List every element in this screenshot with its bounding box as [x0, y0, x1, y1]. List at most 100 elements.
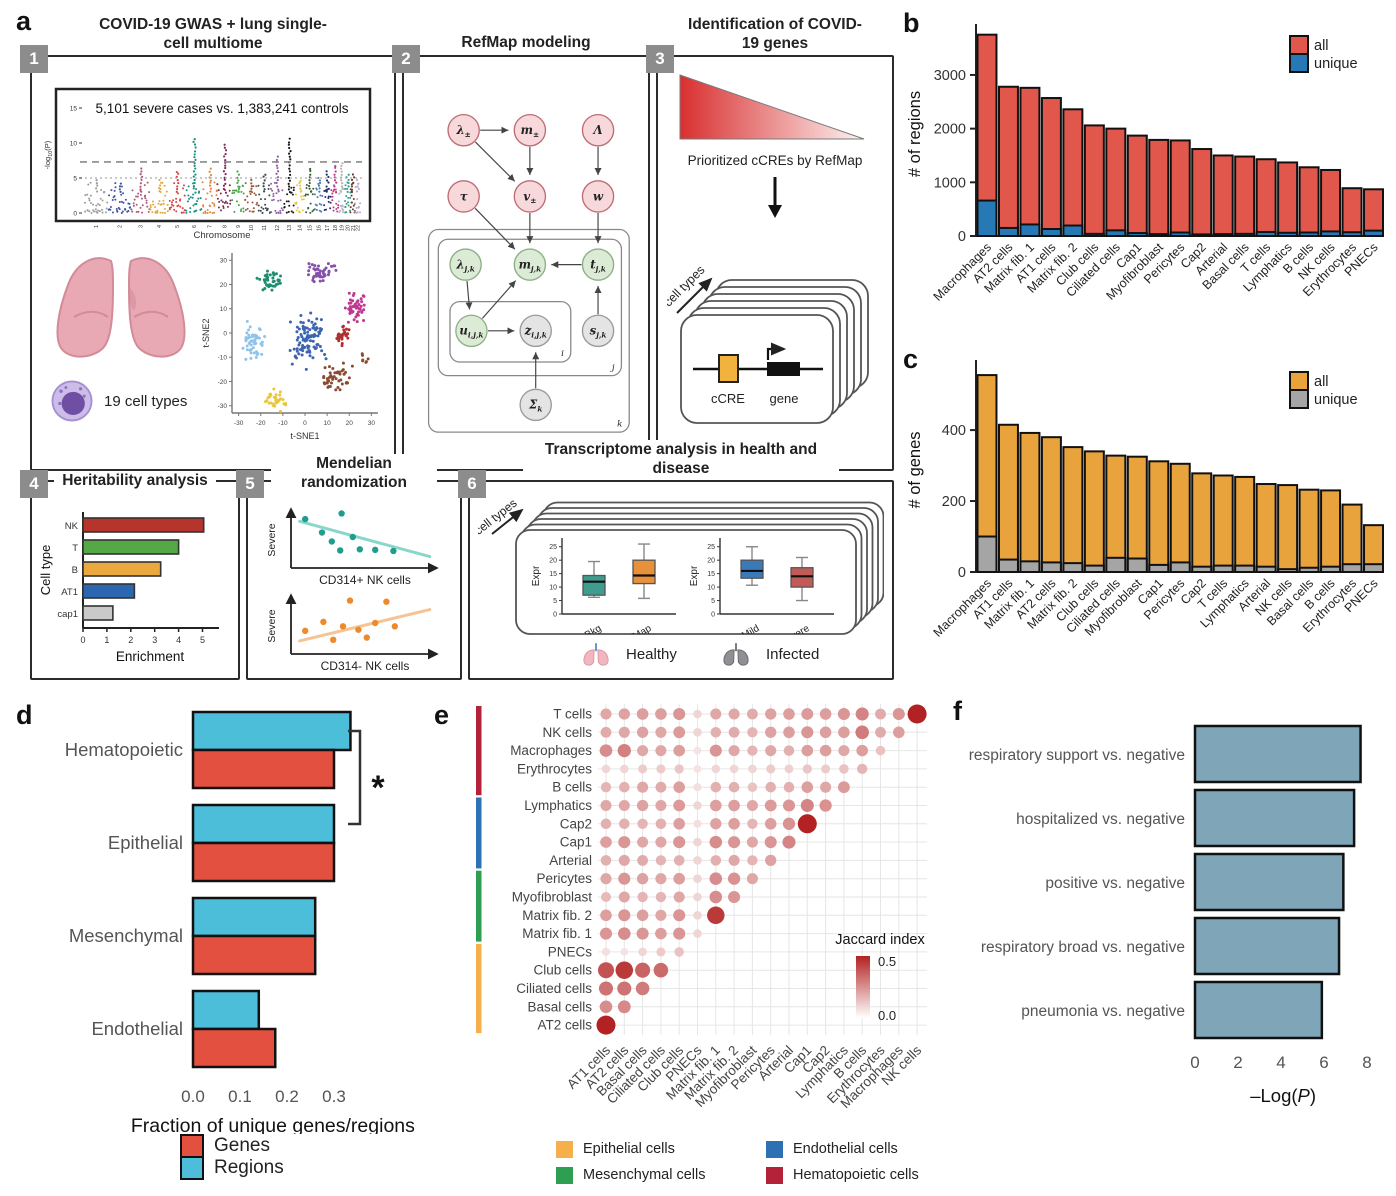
- svg-text:0: 0: [553, 612, 557, 619]
- svg-text:20: 20: [707, 558, 715, 565]
- epithelial-legend-label: Epithelial cells: [583, 1141, 675, 1157]
- svg-text:Expr: Expr: [689, 565, 700, 586]
- svg-text:respiratory broad vs. negative: respiratory broad vs. negative: [981, 939, 1185, 956]
- svg-text:t-SNE2: t-SNE2: [201, 318, 211, 347]
- svg-text:3: 3: [138, 225, 144, 228]
- endothelial-legend-label: Endothelial cells: [793, 1141, 898, 1157]
- svg-text:200: 200: [942, 494, 966, 510]
- panel-b-label: b: [903, 8, 920, 38]
- svg-text:j: j: [610, 363, 615, 373]
- svg-text:20: 20: [346, 420, 354, 427]
- legend-epithelial: Epithelial cells: [556, 1136, 746, 1162]
- step1-badge: 1: [20, 45, 48, 73]
- svg-text:Endothelial: Endothelial: [91, 1018, 183, 1039]
- svg-text:Chromosome: Chromosome: [193, 230, 250, 241]
- svg-text:5: 5: [553, 598, 557, 605]
- svg-text:0.5: 0.5: [878, 954, 896, 969]
- svg-text:-20: -20: [256, 420, 266, 427]
- svg-text:mj,k: mj,k: [519, 258, 542, 274]
- step5-title: Mendelian randomization: [248, 454, 460, 493]
- svg-text:5: 5: [73, 176, 77, 183]
- svg-text:Expr: Expr: [531, 565, 542, 586]
- svg-text:Basal cells: Basal cells: [527, 999, 592, 1014]
- workflow-step1-box: 1 COVID-19 GWAS + lung single-cell multi…: [20, 15, 396, 471]
- svg-text:τ: τ: [460, 189, 468, 203]
- svg-text:0: 0: [80, 635, 85, 645]
- svg-text:8: 8: [1362, 1053, 1371, 1072]
- svg-text:-30: -30: [234, 420, 244, 427]
- down-arrow-icon: [768, 177, 782, 218]
- infected-label: Infected: [766, 646, 820, 663]
- svg-text:cap1: cap1: [57, 609, 78, 620]
- mesenchymal-swatch: [556, 1166, 573, 1184]
- svg-text:1: 1: [94, 225, 100, 228]
- svg-text:Arterial: Arterial: [549, 853, 592, 868]
- model-node-v_pm: [513, 180, 547, 213]
- svg-text:4: 4: [157, 225, 163, 228]
- panel-a-label: a: [16, 6, 32, 36]
- legend-endothelial: Endothelial cells: [766, 1136, 976, 1162]
- svg-text:-30: -30: [218, 403, 228, 410]
- svg-text:Epithelial: Epithelial: [108, 832, 183, 853]
- svg-text:-20: -20: [218, 379, 228, 386]
- svg-text:Cell type: Cell type: [38, 545, 53, 596]
- model-node-Lambda: [581, 113, 615, 147]
- svg-text:4: 4: [176, 635, 181, 645]
- svg-text:zi,j,k: zi,j,k: [524, 324, 547, 340]
- step2-badge: 2: [392, 45, 420, 73]
- svg-text:CD314- NK cells: CD314- NK cells: [321, 659, 410, 673]
- svg-text:12: 12: [275, 225, 281, 231]
- svg-text:0.0: 0.0: [878, 1008, 896, 1023]
- svg-text:hospitalized vs. negative: hospitalized vs. negative: [1016, 811, 1185, 828]
- svg-text:0: 0: [958, 565, 966, 581]
- svg-text:3000: 3000: [934, 68, 966, 84]
- step2-title: RefMap modeling: [404, 33, 648, 53]
- legend-unique-swatch: [1289, 389, 1309, 409]
- workflow-step3-box: 3 Identification of COVID-19 genes Prior…: [646, 15, 894, 471]
- cell-class-legend: Epithelial cells Endothelial cells Mesen…: [556, 1136, 976, 1188]
- svg-text:0: 0: [1190, 1053, 1199, 1072]
- svg-text:Mesenchymal: Mesenchymal: [69, 925, 183, 946]
- workflow-step6-box: 6 Transcriptome analysis in health and d…: [458, 440, 894, 680]
- panel-f-label: f: [953, 696, 962, 726]
- step3-title: Identification of COVID-19 genes: [658, 15, 892, 54]
- svg-text:9: 9: [236, 225, 242, 228]
- legend-all-swatch: [1289, 371, 1309, 391]
- svg-text:1: 1: [104, 635, 109, 645]
- svg-text:pneumonia vs. negative: pneumonia vs. negative: [1021, 1003, 1185, 1020]
- svg-text:16: 16: [317, 225, 323, 231]
- svg-text:Macrophages: Macrophages: [510, 743, 592, 758]
- epithelial-swatch: [556, 1140, 573, 1158]
- svg-text:*: *: [371, 769, 385, 807]
- cell-types-caption: 19 cell types: [50, 379, 187, 423]
- step4-title: Heritability analysis: [32, 471, 238, 491]
- expression-boxplot-infected: 0510152025ExprMildSevere: [689, 538, 834, 634]
- healthy-caption: Healthy: [580, 642, 677, 667]
- svg-text:5,101 severe cases vs. 1,383,2: 5,101 severe cases vs. 1,383,241 control…: [96, 101, 349, 116]
- svg-text:# of genes: # of genes: [906, 431, 924, 508]
- svg-text:10: 10: [323, 420, 331, 427]
- model-edge: [481, 280, 517, 319]
- svg-text:10: 10: [549, 585, 557, 592]
- svg-text:15: 15: [70, 106, 78, 113]
- svg-text:λ±: λ±: [455, 123, 470, 139]
- svg-text:10: 10: [249, 225, 255, 231]
- svg-text:unique: unique: [1314, 56, 1358, 72]
- svg-text:0.2: 0.2: [275, 1087, 299, 1106]
- svg-text:0: 0: [303, 420, 307, 427]
- svg-text:2: 2: [117, 225, 123, 228]
- svg-text:0: 0: [711, 612, 715, 619]
- svg-text:Cap1: Cap1: [560, 835, 592, 850]
- svg-text:20: 20: [549, 558, 557, 565]
- svg-text:Λ: Λ: [593, 123, 603, 137]
- model-node-tau: [447, 180, 480, 213]
- endothelial-swatch: [766, 1140, 783, 1158]
- model-node-t_jk: [581, 248, 615, 281]
